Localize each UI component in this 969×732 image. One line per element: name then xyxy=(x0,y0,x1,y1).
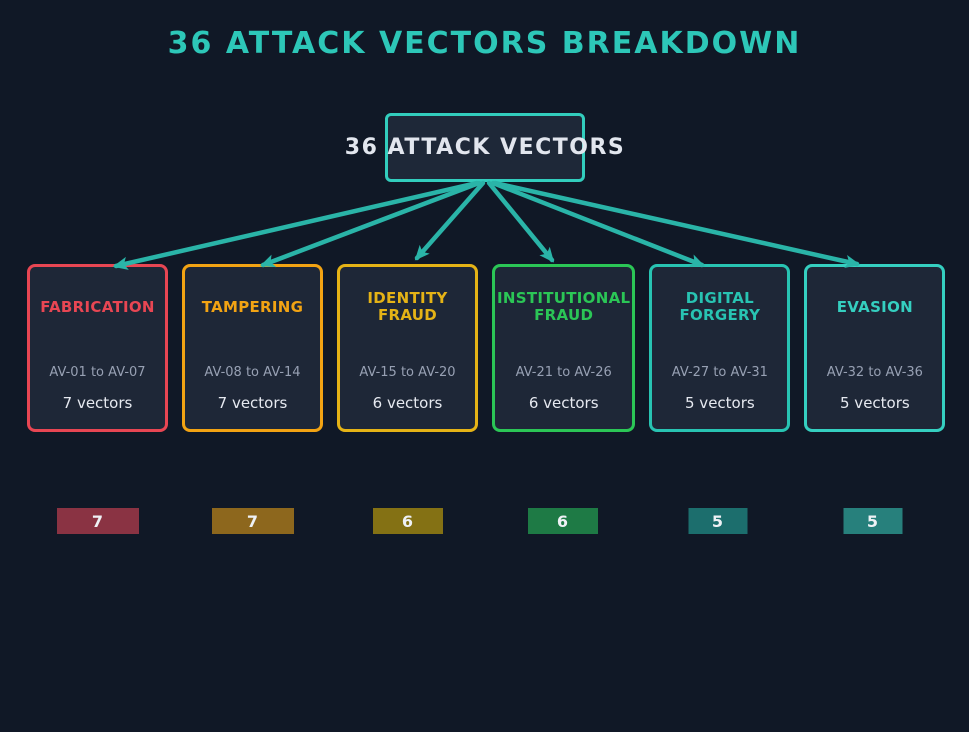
count-bar-value: 5 xyxy=(711,511,724,531)
arrow-to-digital-forgery xyxy=(490,180,706,268)
category-title: DIGITAL FORGERY xyxy=(679,289,761,324)
category-card-institutional-fraud: INSTITUTIONAL FRAUD AV-21 to AV-26 6 vec… xyxy=(492,264,636,432)
arrow-to-fabrication xyxy=(112,180,480,270)
category-card-identity-fraud: IDENTITY FRAUD AV-15 to AV-20 6 vectors xyxy=(337,264,478,432)
count-bar-slot: 6 xyxy=(527,508,598,534)
category-card-digital-forgery: DIGITAL FORGERY AV-27 to AV-31 5 vectors xyxy=(649,264,791,432)
category-range: AV-15 to AV-20 xyxy=(359,365,456,380)
category-title: EVASION xyxy=(836,297,913,316)
count-bar-value: 7 xyxy=(91,511,104,531)
page-title: 36 ATTACK VECTORS BREAKDOWN xyxy=(167,26,802,61)
count-bar-value: 7 xyxy=(246,511,259,531)
count-bar-slot: 6 xyxy=(372,508,443,534)
category-card-evasion: EVASION AV-32 to AV-36 5 vectors xyxy=(804,264,946,432)
category-title: IDENTITY FRAUD xyxy=(367,289,448,324)
count-bar-identity-fraud: 6 xyxy=(372,508,443,534)
count-bar-value: 5 xyxy=(866,511,879,531)
category-range: AV-21 to AV-26 xyxy=(515,365,612,380)
category-vector-count: 5 vectors xyxy=(685,394,755,412)
category-card-tampering: TAMPERING AV-08 to AV-14 7 vectors xyxy=(182,264,323,432)
count-bar-slot: 7 xyxy=(56,508,139,534)
arrow-to-identity-fraud xyxy=(414,180,486,261)
category-range: AV-08 to AV-14 xyxy=(204,365,301,380)
arrow-to-institutional-fraud xyxy=(486,180,555,263)
category-vector-count: 6 vectors xyxy=(528,394,599,412)
arrow-to-tampering xyxy=(259,180,482,268)
count-bar-fabrication: 7 xyxy=(56,508,139,534)
category-vector-count: 7 vectors xyxy=(217,394,288,412)
count-bar-slot: 5 xyxy=(688,508,747,534)
category-card-fabrication: FABRICATION AV-01 to AV-07 7 vectors xyxy=(27,264,168,432)
category-vector-count: 5 vectors xyxy=(840,394,910,412)
count-bar-digital-forgery: 5 xyxy=(688,508,747,534)
count-bar-value: 6 xyxy=(401,511,414,531)
category-vector-count: 7 vectors xyxy=(62,394,133,412)
count-bar-evasion: 5 xyxy=(843,508,902,534)
arrow-to-evasion xyxy=(492,180,861,268)
count-bar-tampering: 7 xyxy=(211,508,294,534)
count-bar-slot: 7 xyxy=(211,508,294,534)
category-range: AV-27 to AV-31 xyxy=(671,365,768,380)
root-node-label: 36 ATTACK VECTORS xyxy=(344,135,626,160)
category-range: AV-01 to AV-07 xyxy=(49,365,146,380)
count-bar-value: 6 xyxy=(556,511,569,531)
category-title: TAMPERING xyxy=(201,297,304,316)
category-vector-count: 6 vectors xyxy=(372,394,443,412)
category-cards-row: FABRICATION AV-01 to AV-07 7 vectors TAM… xyxy=(27,264,946,432)
category-range: AV-32 to AV-36 xyxy=(826,365,923,380)
root-node: 36 ATTACK VECTORS xyxy=(345,113,624,182)
count-bar-institutional-fraud: 6 xyxy=(527,508,598,534)
count-bar-slot: 5 xyxy=(843,508,902,534)
category-title: INSTITUTIONAL FRAUD xyxy=(497,289,631,324)
category-title: FABRICATION xyxy=(40,297,155,316)
